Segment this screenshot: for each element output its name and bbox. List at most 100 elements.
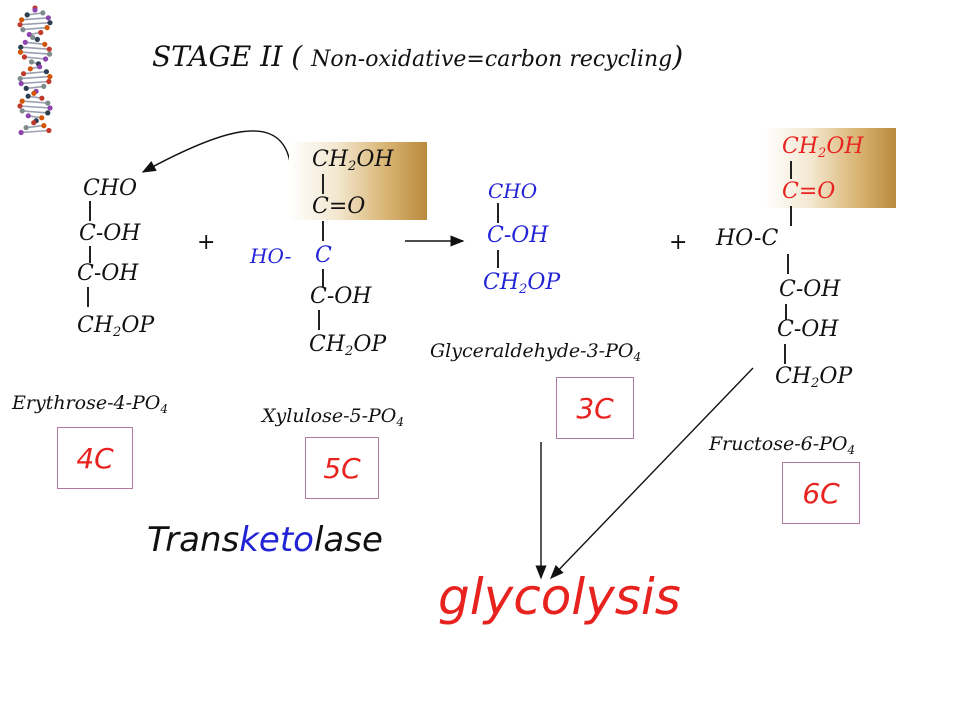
- g3p-c-oh: C-OH: [487, 223, 549, 248]
- fructose-c-oh-1: C-OH: [779, 277, 841, 302]
- dna-rung: [19, 21, 51, 26]
- fructose-bond-3: [787, 254, 789, 274]
- erythrose-c-oh-2: C-OH: [77, 261, 139, 286]
- dna-atom: [19, 98, 25, 104]
- dna-atom: [39, 115, 45, 121]
- fructose-bond-5: [784, 344, 786, 364]
- g3p-bond-2: [497, 250, 499, 268]
- title-subtitle: Non-oxidative=carbon recycling: [311, 47, 673, 72]
- xylulose-c: C: [315, 243, 332, 268]
- erythrose-ch2op: CH2OP: [77, 313, 155, 340]
- erythrose-cho: CHO: [83, 176, 138, 201]
- xylulose-highlight: [289, 142, 427, 220]
- dna-atom: [17, 22, 23, 28]
- dna-atom: [46, 127, 52, 134]
- dna-atom: [18, 80, 24, 87]
- xylulose-ho: HO-: [250, 244, 292, 268]
- g3p-carbon-box: 3C: [556, 377, 634, 439]
- fructose-co: C=O: [782, 179, 836, 204]
- dna-atom: [43, 69, 50, 75]
- dna-atom: [25, 93, 31, 99]
- dna-atom: [19, 108, 25, 114]
- erythrose-carbon-box: 4C: [57, 427, 133, 489]
- dna-atom: [22, 39, 28, 45]
- xylulose-c-oh: C-OH: [310, 284, 372, 309]
- dna-atom: [41, 123, 47, 129]
- fructose-highlight: [766, 128, 896, 208]
- xylulose-label: Xylulose-5-PO4: [262, 405, 405, 429]
- erythrose-label: Erythrose-4-PO4: [12, 392, 169, 416]
- g3p-ch2op: CH2OP: [483, 270, 561, 297]
- dna-atom: [40, 10, 46, 16]
- dna-atom: [26, 31, 32, 38]
- enzyme-name: Transketolase: [147, 520, 383, 560]
- xylulose-bond-1: [322, 174, 324, 194]
- dna-atom: [20, 27, 26, 33]
- dna-atom: [17, 49, 24, 55]
- dna-rung: [21, 80, 49, 85]
- dna-atom: [47, 74, 53, 80]
- dna-rung: [22, 110, 48, 114]
- dna-rung: [22, 26, 48, 31]
- fructose-bond-2: [790, 206, 792, 226]
- fructose-hoc: HO-C: [716, 226, 779, 251]
- title-open-paren: (: [291, 40, 303, 73]
- dna-atom: [34, 36, 40, 43]
- title-main: STAGE II: [152, 40, 283, 73]
- dna-rung: [20, 46, 50, 50]
- dna-atom: [45, 15, 51, 21]
- fructose-c-oh-2: C-OH: [777, 317, 839, 342]
- dna-atom: [30, 34, 36, 40]
- g3p-cho: CHO: [488, 179, 538, 203]
- dna-atom: [45, 100, 51, 106]
- xylulose-bond-4: [318, 310, 320, 330]
- dna-atom: [32, 7, 38, 13]
- fructose-carbon-box: 6C: [782, 462, 860, 524]
- erythrose-bond-2: [89, 246, 91, 263]
- fructose-bond-1: [790, 161, 792, 179]
- dna-rung: [20, 75, 50, 80]
- xylulose-co: C=O: [312, 194, 366, 219]
- dna-atom: [42, 56, 49, 62]
- dna-atom: [46, 78, 52, 85]
- plus-sign-2: +: [669, 230, 688, 255]
- dna-atom: [42, 41, 48, 47]
- dna-atom: [21, 54, 28, 60]
- fructose-bond-4: [785, 304, 787, 320]
- xylulose-bond-2: [322, 221, 324, 241]
- xylulose-ch2oh: CH2OH: [312, 147, 394, 174]
- dna-rung: [25, 41, 45, 46]
- dna-atom: [28, 59, 35, 65]
- erythrose-c-oh-1: C-OH: [79, 221, 141, 246]
- dna-atom: [44, 25, 50, 31]
- dna-rung: [21, 129, 49, 134]
- glycolysis-label: glycolysis: [438, 568, 681, 626]
- dna-rung: [26, 124, 44, 129]
- dna-atom: [20, 71, 27, 77]
- fructose-ch2op: CH2OP: [775, 364, 853, 391]
- g3p-bond-1: [497, 203, 499, 223]
- dna-atom: [23, 85, 29, 91]
- dna-atom: [27, 66, 33, 72]
- dna-atom: [39, 95, 45, 101]
- dna-helix-icon: [17, 5, 53, 136]
- xylulose-bond-3: [322, 269, 324, 287]
- dna-rung: [23, 70, 47, 75]
- dna-rung: [19, 105, 51, 109]
- dna-rung: [24, 56, 46, 60]
- dna-atom: [38, 29, 44, 36]
- fructose-label: Fructose-6-PO4: [709, 433, 856, 457]
- fructose-ch2oh: CH2OH: [782, 134, 864, 161]
- dna-atom: [37, 64, 43, 70]
- dna-atom: [23, 125, 29, 131]
- dna-atom: [19, 17, 25, 23]
- dna-atom: [31, 120, 37, 126]
- erythrose-bond-3: [87, 287, 89, 307]
- dna-atom: [46, 51, 53, 57]
- dna-atom: [31, 90, 37, 96]
- dna-atom: [46, 46, 52, 52]
- title-close-paren: ): [672, 40, 684, 73]
- dna-atom: [47, 105, 53, 111]
- dna-atom: [25, 113, 31, 119]
